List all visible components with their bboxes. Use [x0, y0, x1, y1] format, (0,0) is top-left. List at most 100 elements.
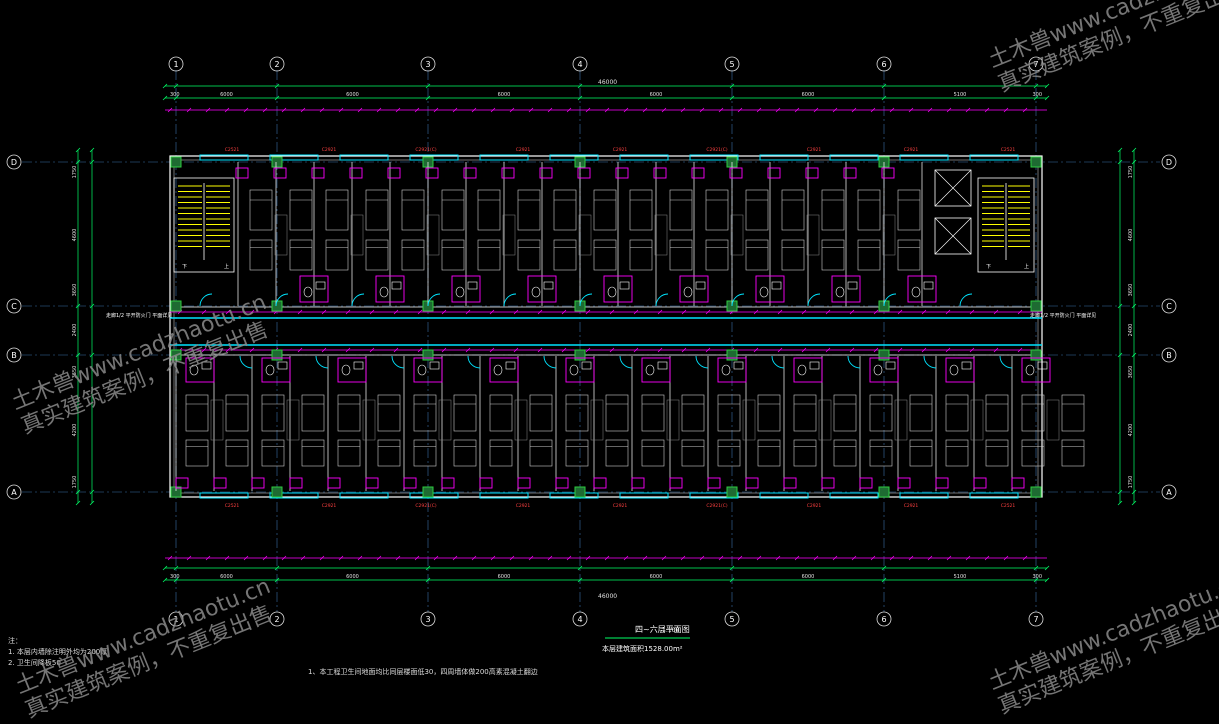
- balcony-marker: [707, 477, 721, 489]
- window-label-bottom: C2921(C): [706, 503, 727, 509]
- window-top: [339, 154, 389, 161]
- dim-tick: [881, 565, 887, 571]
- sink: [733, 361, 744, 370]
- stair-right-outline: [977, 177, 1035, 273]
- wardrobe: [578, 214, 592, 256]
- corridor-dim-tick: [681, 309, 687, 315]
- corridor-dim-tick: [897, 309, 903, 315]
- dim-tick-v: [75, 147, 81, 153]
- bed: [565, 439, 589, 467]
- dim-tick-fine: [376, 555, 382, 561]
- dim-tick-fine: [756, 555, 762, 561]
- window-label-bottom: C2921: [807, 503, 822, 509]
- bed: [477, 189, 501, 231]
- dim-tick-fine: [604, 555, 610, 561]
- bed: [605, 394, 629, 432]
- bed: [833, 394, 857, 432]
- bed: [757, 439, 781, 467]
- side-dim-text: 3650: [1128, 366, 1134, 379]
- bed: [401, 239, 425, 271]
- elevator-cross: [934, 217, 972, 255]
- axis-label-number: 5: [729, 615, 734, 624]
- axis-bubble: [1161, 298, 1177, 314]
- window-label-top: C2521: [1001, 147, 1016, 153]
- corridor-dim-tick: [465, 309, 471, 315]
- dim-tick-fine: [490, 555, 496, 561]
- window-label-top: C2921(C): [706, 147, 727, 153]
- toilet: [1025, 364, 1035, 376]
- bay-dim-text: 6000: [346, 92, 359, 98]
- axis-bubble: [269, 611, 285, 627]
- bed: [821, 239, 845, 271]
- dim-tick-v: [1117, 147, 1123, 153]
- dim-tick-v: [1131, 303, 1137, 309]
- bed: [705, 189, 729, 231]
- dim-tick: [729, 577, 735, 583]
- stair-left-label: 下: [182, 264, 187, 270]
- dim-tick: [1033, 83, 1039, 89]
- balcony-marker: [517, 477, 531, 489]
- column: [1030, 349, 1042, 361]
- axis-bubble: [1161, 154, 1177, 170]
- window-bottom: [269, 492, 319, 499]
- sink: [809, 361, 820, 370]
- dim-tick-fine: [661, 555, 667, 561]
- corridor-dim-tick: [537, 309, 543, 315]
- corridor-dim-tick: [297, 347, 303, 353]
- bed: [377, 394, 401, 432]
- axis-bubble: [1028, 56, 1044, 72]
- side-dim-text: 2400: [72, 324, 78, 337]
- dim-tick-fine: [642, 555, 648, 561]
- toilet: [721, 364, 731, 376]
- dim-tick-v: [1117, 159, 1123, 165]
- bed: [705, 239, 729, 271]
- stair-right-label: 上: [1024, 263, 1029, 270]
- bed: [821, 189, 845, 231]
- axis-label-number: 7: [1033, 615, 1038, 624]
- window-top: [409, 154, 459, 161]
- wardrobe: [514, 399, 528, 441]
- bed: [605, 439, 629, 467]
- axis-label-number: 5: [729, 60, 734, 69]
- wardrobe: [818, 399, 832, 441]
- bed: [413, 394, 437, 432]
- window-label-top: C2921: [516, 147, 531, 153]
- bathroom: [565, 357, 595, 383]
- corridor-dim-tick: [873, 347, 879, 353]
- dim-tick-fine: [737, 555, 743, 561]
- dim-tick-v: [89, 489, 95, 495]
- bed: [325, 189, 349, 231]
- axis-bubble: [876, 611, 892, 627]
- general-notes: 注： 1. 本层内墙除注明外均为200厚 2. 卫生间降板50 1、本工程卫生间…: [8, 636, 538, 678]
- bed: [897, 189, 921, 231]
- corridor-dim-tick: [513, 347, 519, 353]
- dim-tick-fine: [395, 555, 401, 561]
- window-label-top: C2921: [322, 147, 337, 153]
- window-top: [689, 154, 739, 161]
- sink: [315, 281, 326, 290]
- wardrobe: [438, 399, 452, 441]
- bathroom: [869, 357, 899, 383]
- wardrobe: [286, 399, 300, 441]
- balcony-marker: [213, 477, 227, 489]
- column: [878, 349, 890, 361]
- corridor-dim-tick: [297, 309, 303, 315]
- window-label-bottom: C2921: [322, 503, 337, 509]
- dim-tick-v: [75, 159, 81, 165]
- bay-dim-text: 5100: [954, 574, 967, 580]
- balcony-marker: [577, 167, 591, 179]
- toilet: [341, 364, 351, 376]
- corridor-dim-tick: [489, 347, 495, 353]
- axis-bubble: [269, 56, 285, 72]
- dim-tick-fine: [680, 555, 686, 561]
- bed: [441, 239, 465, 271]
- dim-tick-v: [89, 159, 95, 165]
- column: [726, 486, 738, 498]
- balcony-marker: [691, 167, 705, 179]
- dim-tick-fine: [794, 555, 800, 561]
- bathroom: [375, 275, 405, 303]
- corridor-dim-tick: [369, 309, 375, 315]
- axis-bubble: [6, 154, 22, 170]
- bed: [337, 394, 361, 432]
- toilet: [417, 364, 427, 376]
